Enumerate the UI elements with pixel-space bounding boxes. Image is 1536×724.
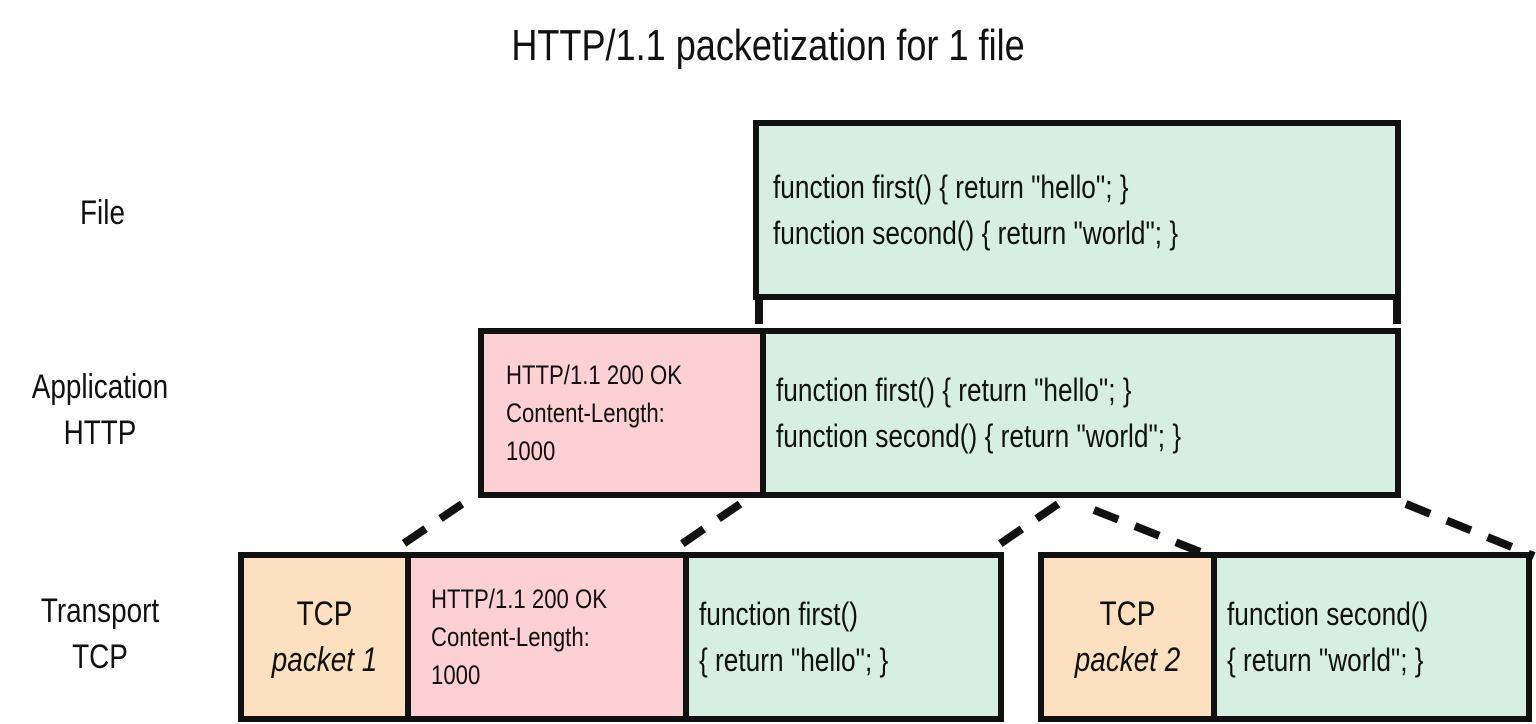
connector-http-left-to-packet1 [397,500,465,550]
file-line-1: function first() { return "hello"; } [773,169,1129,205]
connector-http-right-to-packet2-end [1404,500,1536,560]
http-body-line-2: function second() { return "world"; } [776,418,1182,454]
tcp-packet-1-label: TCP [296,595,353,633]
connector-http-split-to-packet1-end [991,500,1061,552]
diagram-title: HTTP/1.1 packetization for 1 file [511,21,1025,70]
http-header-status: HTTP/1.1 200 OK [506,360,682,390]
file-box: function first() { return "hello"; } fun… [753,120,1401,300]
tcp-packet-1-http-header: HTTP/1.1 200 OK Content-Length: 1000 [405,558,683,716]
tcp-packet-1: TCP packet 1 HTTP/1.1 200 OK Content-Len… [238,552,1004,722]
tcp-packet-1-http-status: HTTP/1.1 200 OK [431,584,607,614]
tcp-packet-2-payload-line-2: { return "world"; } [1227,642,1424,678]
tcp-packet-2-payload: function second() { return "world"; } [1211,558,1526,716]
row-label-transport-line1: Transport [40,592,160,630]
file-line-2: function second() { return "world"; } [773,215,1179,251]
connector-http-split-to-packet2 [1092,506,1210,559]
http-header-segment: HTTP/1.1 200 OK Content-Length: 1000 [484,334,760,492]
tcp-packet-2: TCP packet 2 function second() { return … [1038,552,1532,722]
row-label-application-line1: Application [31,368,169,406]
row-label-application: Application HTTP [18,364,182,456]
tcp-packet-1-payload-line-2: { return "hello"; } [699,642,889,678]
tcp-packet-1-payload-line-1: function first() [699,596,858,632]
row-label-application-line2: HTTP [63,414,137,452]
http-message-box: HTTP/1.1 200 OK Content-Length: 1000 fun… [478,328,1401,498]
file-payload: function first() { return "hello"; } fun… [759,126,1395,294]
tcp-packet-2-label: TCP [1099,595,1156,633]
row-label-file: File [35,190,170,236]
http-body-line-1: function first() { return "hello"; } [776,372,1132,408]
tcp-packet-1-number: packet 1 [271,641,378,679]
row-label-transport-line2: TCP [72,638,128,676]
tcp-packet-1-header: TCP packet 1 [244,558,405,716]
http-body-segment: function first() { return "hello"; } fun… [760,334,1395,492]
http-header-length-value: 1000 [506,436,556,466]
tcp-packet-2-header: TCP packet 2 [1044,558,1211,716]
tcp-packet-1-payload: function first() { return "hello"; } [683,558,998,716]
tcp-packet-2-payload-line-1: function second() [1227,596,1429,632]
row-label-file-text: File [80,194,125,232]
http-header-content-length: Content-Length: [506,398,665,428]
tcp-packet-1-length-value: 1000 [431,660,481,690]
connector-http-mid-to-packet1-body [673,500,743,552]
row-label-transport: Transport TCP [26,588,174,680]
tcp-packet-2-number: packet 2 [1074,641,1181,679]
tcp-packet-1-content-length: Content-Length: [431,622,590,652]
